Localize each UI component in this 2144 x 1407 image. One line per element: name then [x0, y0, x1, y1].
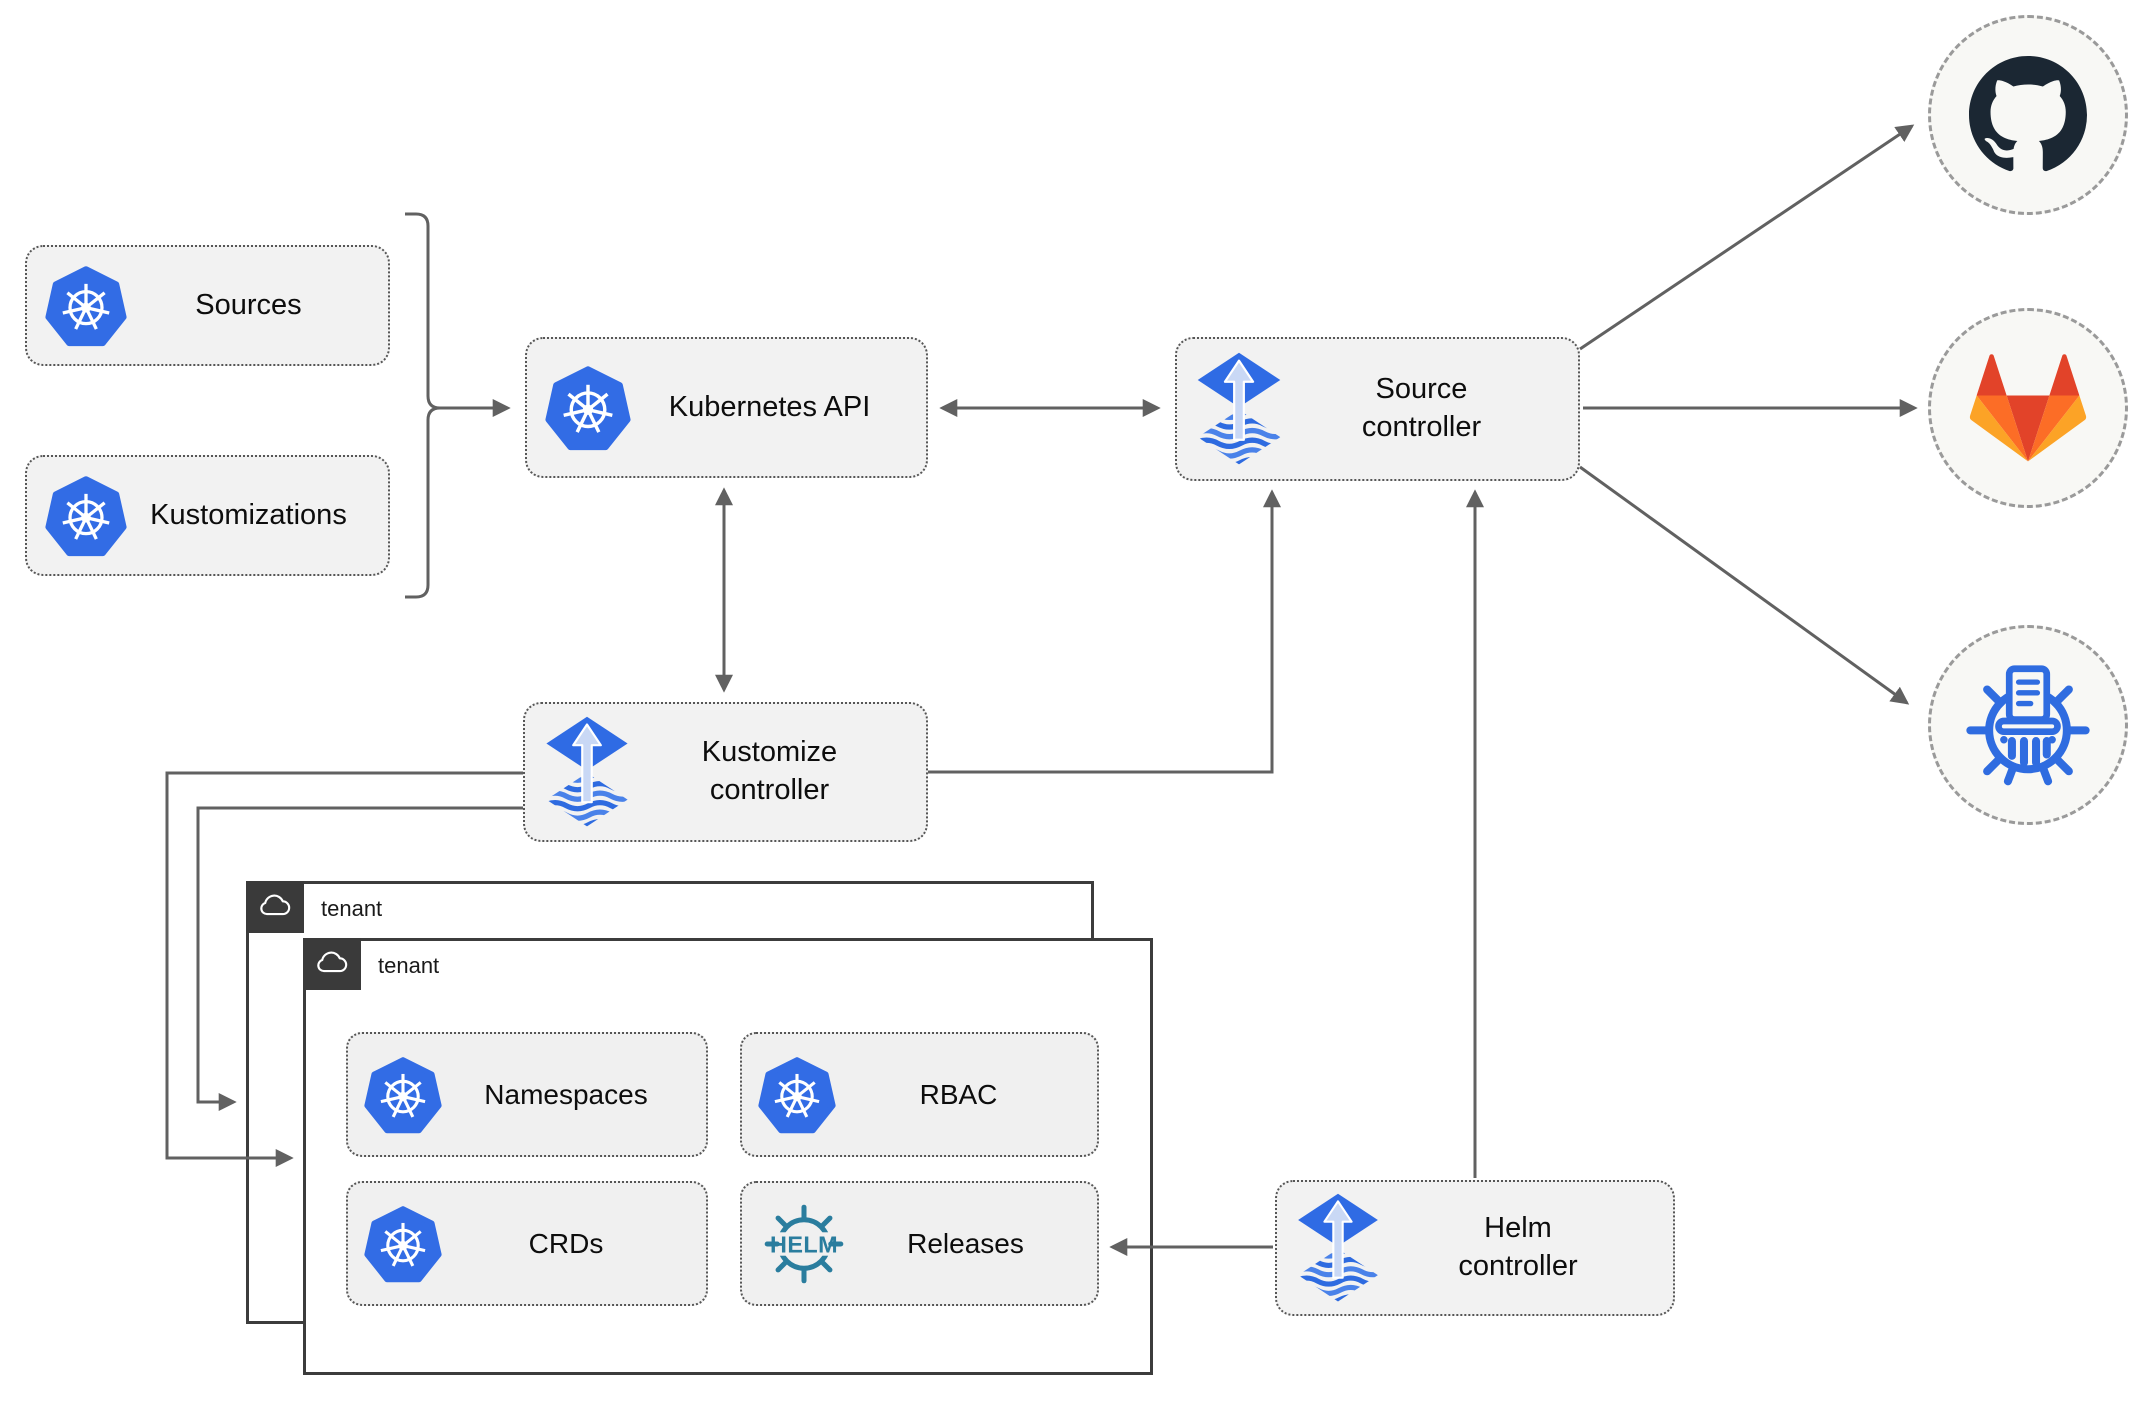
node-label-sources: Sources — [195, 288, 302, 321]
tenant-box-front: tenant Namespaces RBAC CRDs — [303, 938, 1153, 1375]
arrow-sourcectl-github — [1579, 124, 1915, 351]
bracket-sources-group — [405, 212, 441, 599]
gitlab-icon — [1969, 354, 2087, 462]
arrow-kustomizectl-sourcectl — [928, 489, 1281, 774]
tenant-label: tenant — [321, 896, 383, 921]
tenant-header — [303, 938, 361, 990]
flux-icon — [1195, 351, 1283, 467]
kubernetes-icon — [364, 1205, 442, 1283]
endpoint-chartmuseum[interactable] — [1928, 625, 2128, 825]
github-icon — [1969, 56, 2087, 172]
kubernetes-icon — [364, 1056, 442, 1134]
node-label-rbac: RBAC — [919, 1078, 998, 1110]
kubernetes-icon — [45, 475, 127, 557]
node-label-releases: Releases — [907, 1227, 1024, 1259]
cloud-icon — [315, 947, 349, 981]
node-crds[interactable]: CRDs — [346, 1181, 708, 1306]
node-kustomizations[interactable]: Kustomizations — [25, 455, 390, 576]
node-namespaces[interactable]: Namespaces — [346, 1032, 708, 1157]
endpoint-github[interactable] — [1928, 15, 2128, 215]
tenant-header — [246, 881, 304, 933]
node-label-namespaces: Namespaces — [484, 1078, 648, 1110]
node-label-crds: CRDs — [528, 1227, 604, 1259]
node-rbac[interactable]: RBAC — [740, 1032, 1099, 1157]
node-helm-controller[interactable]: Helm controller — [1275, 1180, 1675, 1316]
tenant-label: tenant — [378, 953, 440, 978]
node-kustomize-controller[interactable]: Kustomize controller — [523, 702, 928, 842]
node-label-kubernetes-api: Kubernetes API — [668, 390, 871, 423]
node-label-kustomizations: Kustomizations — [150, 498, 347, 531]
kubernetes-icon — [758, 1056, 836, 1134]
node-sources[interactable]: Sources — [25, 245, 390, 366]
node-source-controller[interactable]: Source controller — [1175, 337, 1580, 481]
flux-icon — [543, 715, 631, 829]
endpoint-gitlab[interactable] — [1928, 308, 2128, 508]
flux-icon — [1295, 1192, 1381, 1304]
arrow-sourcectl-chartmuseum — [1579, 465, 1910, 705]
cloud-icon — [258, 890, 292, 924]
node-label-helm-controller: Helm controller — [1458, 1212, 1578, 1282]
helm-icon-text: HELM — [770, 1231, 838, 1257]
node-kubernetes-api[interactable]: Kubernetes API — [525, 337, 928, 478]
node-releases[interactable]: HELM Releases — [740, 1181, 1099, 1306]
helm-icon: HELM — [764, 1204, 844, 1283]
chartmuseum-icon — [1966, 665, 2090, 786]
node-label-kustomize-controller: Kustomize controller — [701, 736, 838, 806]
kubernetes-icon — [545, 365, 631, 451]
node-label-source-controller: Source controller — [1361, 373, 1482, 443]
kubernetes-icon — [45, 265, 127, 347]
